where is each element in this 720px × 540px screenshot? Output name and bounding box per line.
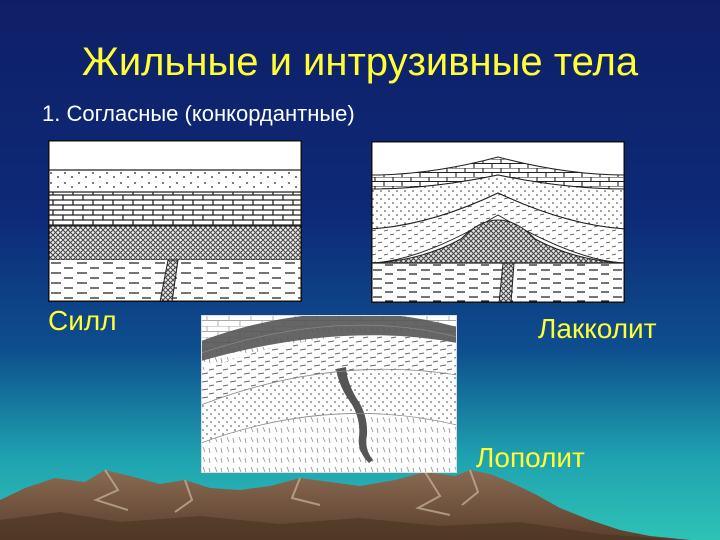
sill-intrusion-layer — [48, 225, 302, 261]
slide-title: Жильные и интрузивные тела — [81, 40, 639, 84]
lopolith-feeder-dike — [336, 367, 373, 463]
lopolith-tuff-layer — [201, 335, 457, 405]
sill-label: Силл — [48, 305, 117, 336]
sill-sandstone-layer — [48, 170, 302, 192]
laccolith-diagram — [371, 141, 625, 303]
lopolith-sandstone-layer — [201, 369, 457, 443]
laccolith-label: Лакколит — [538, 313, 657, 344]
laccolith-tuff-layer — [371, 192, 625, 264]
slide-subtitle: 1. Согласные (конкордантные) — [42, 101, 355, 126]
sill-feeder-dike — [159, 259, 179, 302]
laccolith-shale-layer — [371, 263, 625, 303]
lopolith-diagram — [201, 315, 457, 473]
lopolith-label: Лополит — [476, 442, 585, 473]
laccolith-intrusion — [371, 219, 625, 264]
sill-diagram — [48, 140, 302, 302]
sill-limestone-layer — [48, 192, 302, 226]
